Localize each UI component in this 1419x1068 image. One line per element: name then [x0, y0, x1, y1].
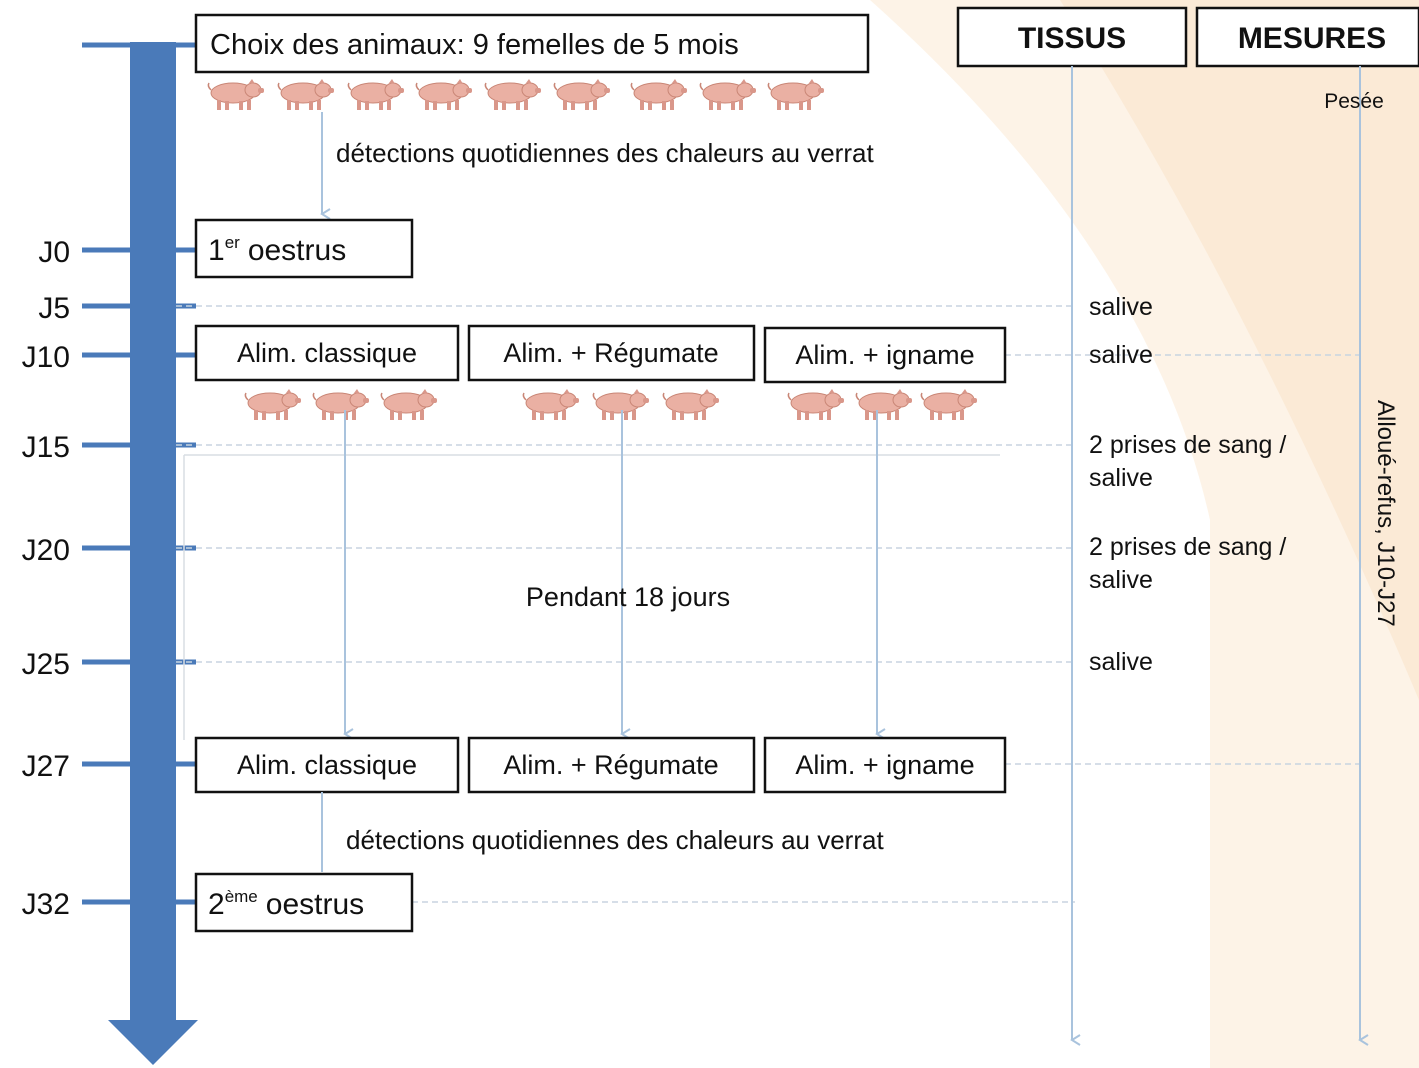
oestrus-2-text: 2ème oestrus: [208, 887, 364, 921]
pig-icon: [522, 388, 580, 421]
pig-icon: [855, 388, 913, 421]
treatment-igname-end: Alim. + igname: [795, 750, 974, 780]
pig-icon: [312, 388, 370, 421]
period-outline: [183, 454, 1000, 740]
pig-icon: [920, 388, 978, 421]
pig-icon: [415, 78, 473, 111]
day-label-j25: J25: [22, 648, 70, 681]
oestrus-2-sup: ème: [225, 887, 258, 906]
pesee-label: Pesée: [1324, 90, 1384, 113]
tissus-header: TISSUS: [1018, 22, 1126, 55]
oestrus-1-word: oestrus: [248, 234, 346, 267]
treatment-box-regumate-end: [467, 736, 756, 794]
detection-text-2: détections quotidiennes des chaleurs au …: [346, 825, 884, 855]
pig-icon: [553, 78, 611, 111]
mesures-header-box: [1195, 6, 1419, 68]
background-band: [870, 0, 1419, 1068]
sample-j20-line1: 2 prises de sang /: [1089, 533, 1286, 561]
treatment-box-classique-start: [194, 324, 460, 382]
sample-j15-line2: salive: [1089, 464, 1153, 492]
day-label-j27: J27: [22, 750, 70, 783]
treatment-classique-start: Alim. classique: [237, 338, 417, 368]
pig-icon: [244, 388, 302, 421]
day-label-j5: J5: [38, 292, 70, 325]
day-label-j20: J20: [22, 534, 70, 567]
pig-row-top: [207, 78, 825, 111]
sample-j20-line2: salive: [1089, 566, 1153, 594]
pig-icon: [630, 78, 688, 111]
day-label-j0: J0: [38, 236, 70, 269]
sample-j5: salive: [1089, 293, 1153, 321]
oestrus-1-sup: er: [225, 233, 240, 252]
background-band-inner: [1060, 0, 1419, 700]
day-ticks: [82, 247, 196, 905]
mesures-vertical-label: Alloué-refus, J10-J27: [1372, 400, 1399, 627]
oestrus-2-number: 2: [208, 888, 225, 921]
treatment-box-regumate-start: [467, 324, 756, 382]
treatment-classique-end: Alim. classique: [237, 750, 417, 780]
oestrus-1-number: 1: [208, 234, 225, 267]
detection-text-1: détections quotidiennes des chaleurs au …: [336, 138, 874, 168]
pig-icon: [347, 78, 405, 111]
title-box: [194, 13, 870, 74]
guide-lines: [176, 305, 1360, 903]
timeline-shaft: [130, 42, 176, 1022]
pig-icon: [787, 388, 845, 421]
pig-icon: [484, 78, 542, 111]
pig-icon: [277, 78, 335, 111]
treatment-regumate-start: Alim. + Régumate: [503, 338, 718, 368]
timeline-arrowhead: [108, 1020, 198, 1065]
oestrus-2-word: oestrus: [266, 888, 364, 921]
pig-row-igname: [787, 388, 978, 421]
title-text: Choix des animaux: 9 femelles de 5 mois: [210, 29, 739, 61]
day-label-j32: J32: [22, 888, 70, 921]
day-labels: J0 J5 J10 J15 J20 J25 J27 J32: [22, 236, 70, 921]
duration-text: Pendant 18 jours: [526, 582, 730, 612]
oestrus-2-box: [194, 872, 414, 933]
treatment-box-igname-start: [763, 326, 1007, 384]
sample-j15-line1: 2 prises de sang /: [1089, 431, 1286, 459]
pig-icon: [699, 78, 757, 111]
sample-j10: salive: [1089, 341, 1153, 369]
treatment-box-classique-end: [194, 736, 460, 794]
sample-j25: salive: [1089, 648, 1153, 676]
tissue-samples: salive salive 2 prises de sang / salive …: [1089, 293, 1286, 676]
treatment-box-igname-end: [763, 736, 1007, 794]
day-label-j15: J15: [22, 431, 70, 464]
mesures-header: MESURES: [1238, 22, 1386, 55]
oestrus-1-box: [194, 218, 414, 279]
pig-row-classique: [244, 388, 438, 421]
pig-icon: [207, 78, 265, 111]
oestrus-1-text: 1er oestrus: [208, 233, 346, 267]
treatment-igname-start: Alim. + igname: [795, 340, 974, 370]
pig-icon: [767, 78, 825, 111]
treatment-regumate-end: Alim. + Régumate: [503, 750, 718, 780]
pig-icon: [662, 388, 720, 421]
tissus-header-box: [956, 6, 1188, 68]
day-label-j10: J10: [22, 341, 70, 374]
pig-icon: [380, 388, 438, 421]
